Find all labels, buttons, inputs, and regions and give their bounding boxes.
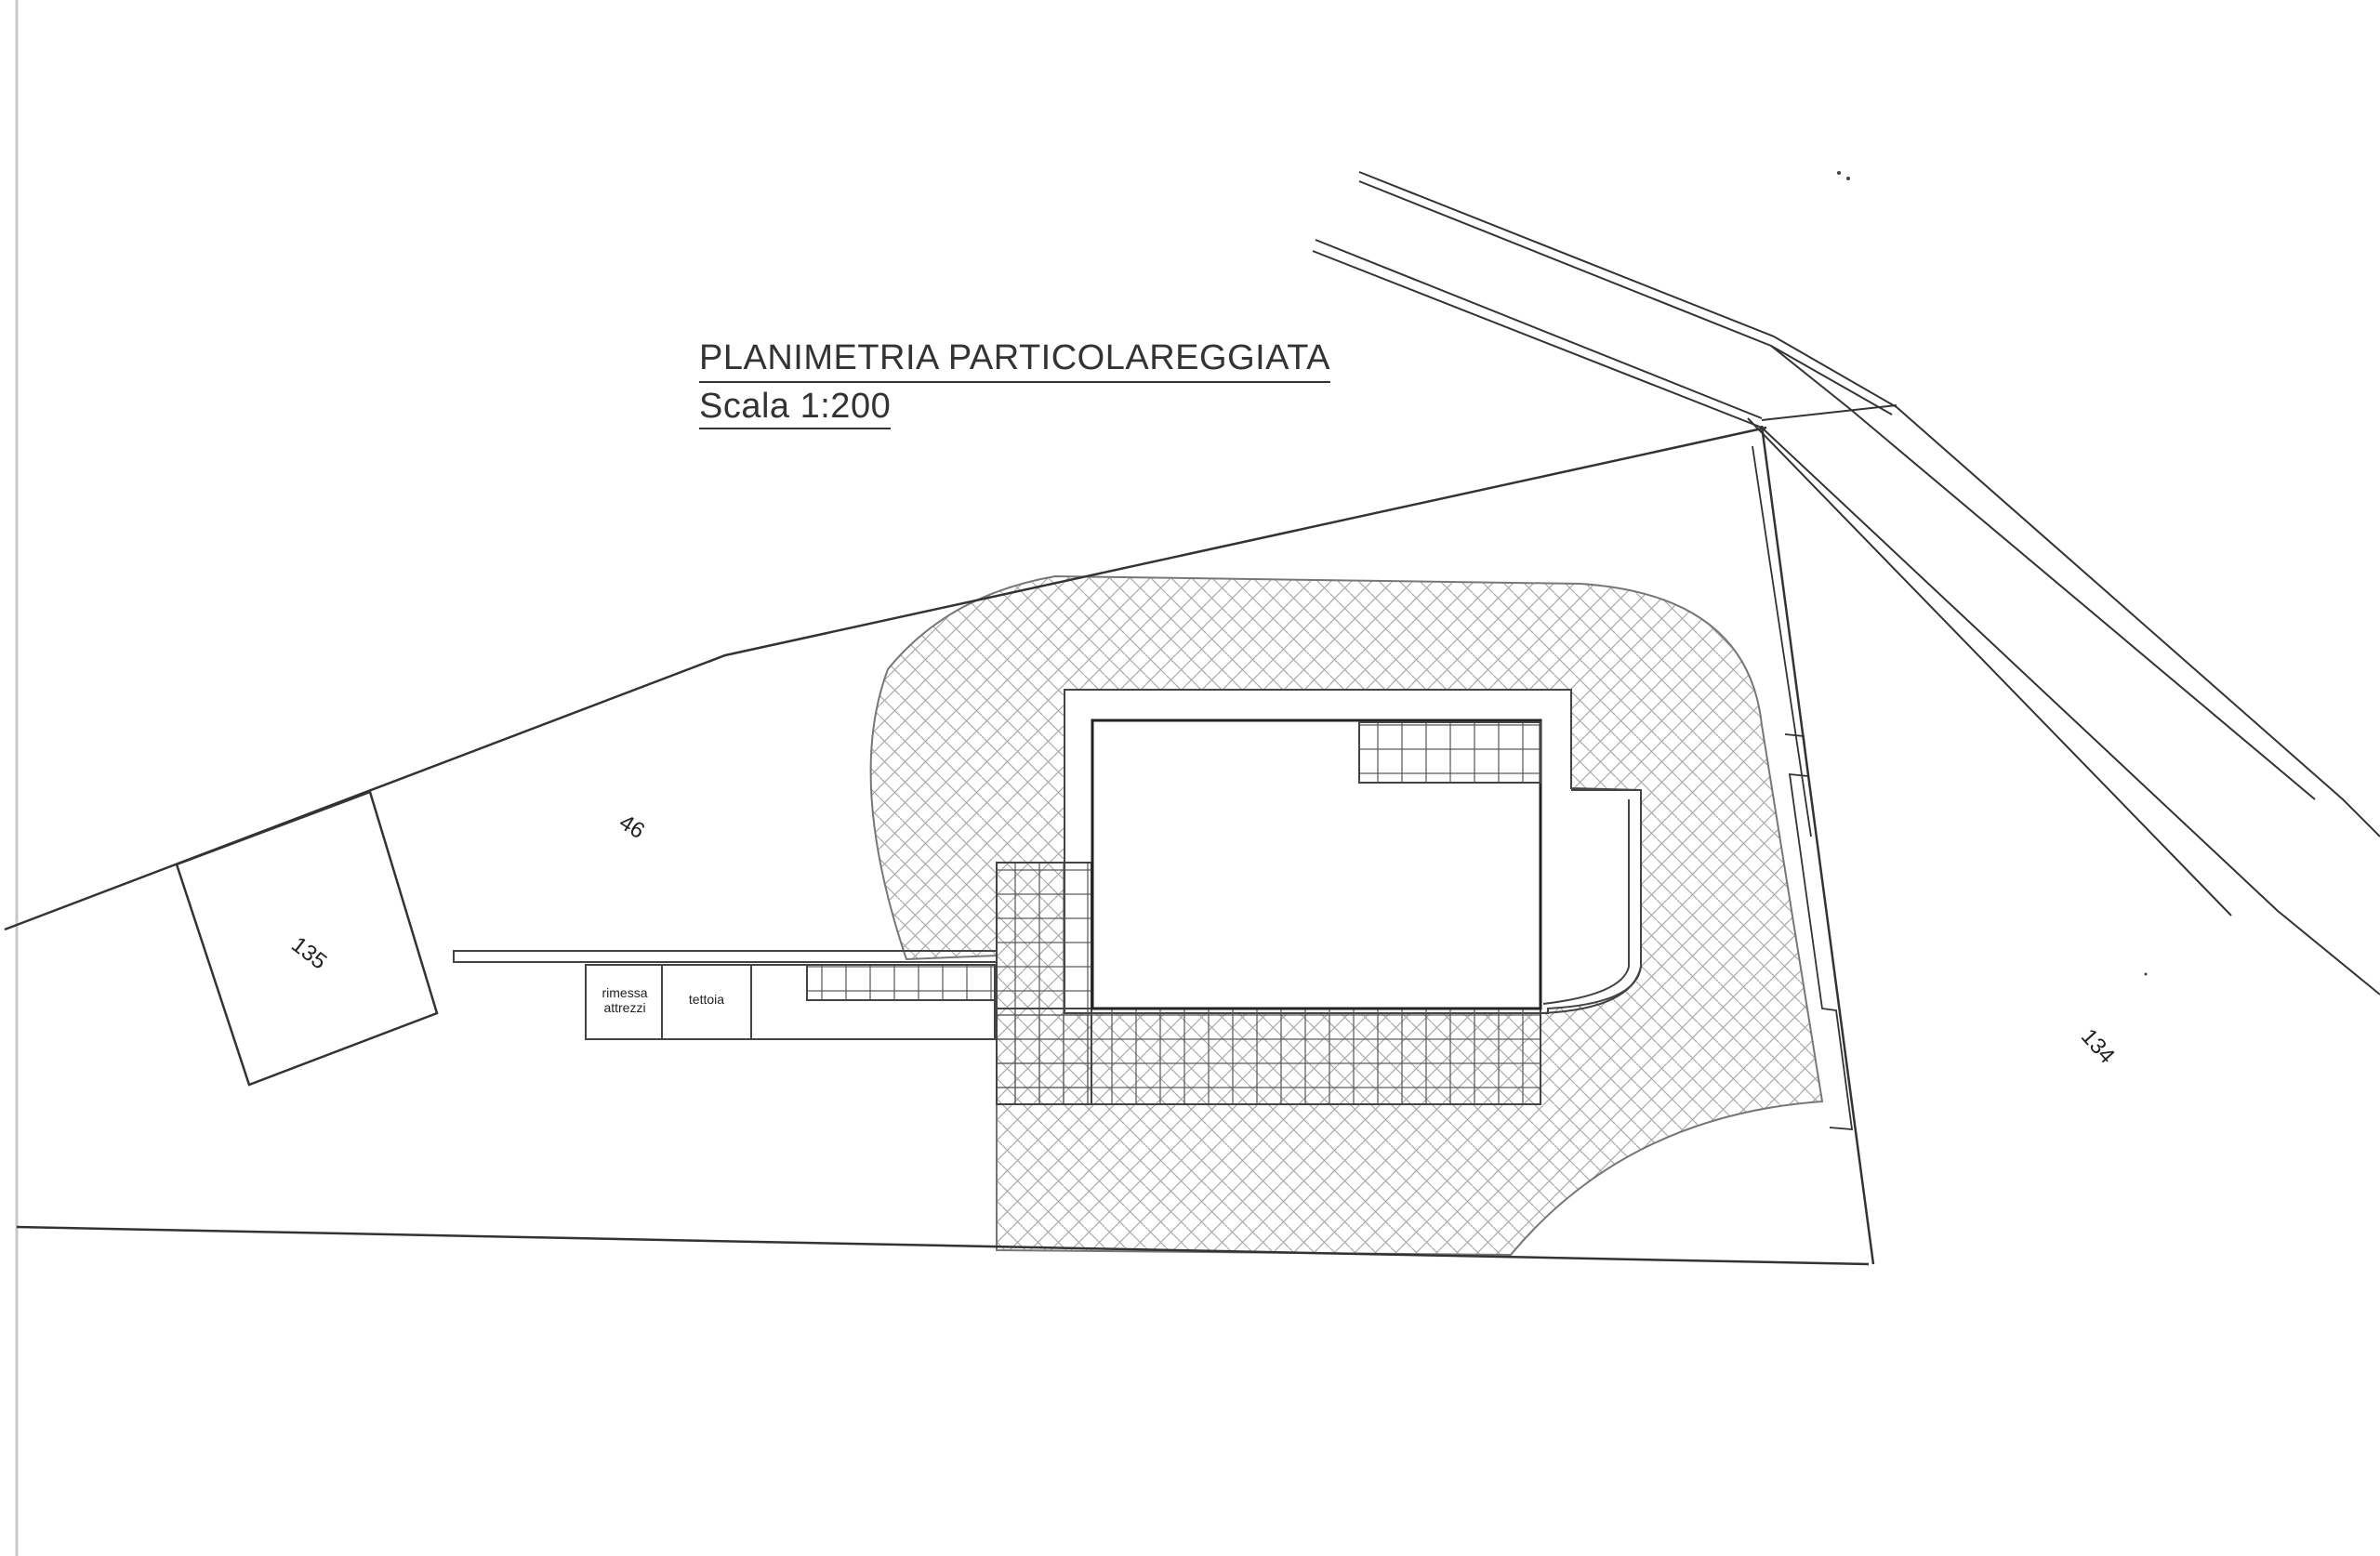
curved-wall-inner (1542, 799, 1630, 1005)
parcel-boundary-south (16, 1225, 1870, 1266)
room-label-tettoia: tettoia (688, 992, 725, 1007)
parcel-135-outline (175, 790, 439, 1087)
drawing-scale: Scala 1:200 (699, 385, 892, 429)
scan-speck-3 (2144, 972, 2148, 976)
scan-speck-2 (1846, 177, 1850, 180)
road-cross-line (1761, 404, 1897, 421)
parcel-boundary-east-inner (1752, 445, 1812, 837)
road-edge-7 (1747, 417, 2232, 916)
road-edge-1 (1358, 171, 1897, 408)
room-label-attrezzi: attrezzi (603, 1000, 646, 1015)
road-edge-6 (1761, 427, 2380, 996)
room-label-rimessa-attrezzi: rimessa attrezzi (595, 985, 654, 1015)
east-wall-steps (1784, 733, 1854, 1130)
walkway-strip (453, 950, 998, 963)
drawing-title-block: PLANIMETRIA PARTICOLAREGGIATA Scala 1:20… (699, 336, 1330, 429)
road-edge-8 (1896, 406, 2380, 837)
room-label-rimessa: rimessa (602, 985, 648, 1000)
tiled-terrace-north-inner (1358, 721, 1541, 784)
parcel-boundary-east (1760, 425, 1875, 1265)
curved-wall (1542, 789, 1642, 1014)
drawing-title: PLANIMETRIA PARTICOLAREGGIATA (699, 336, 1330, 383)
scan-speck-1 (1837, 171, 1841, 175)
road-edge-4 (1312, 250, 1763, 429)
shed-block (585, 964, 996, 1040)
stairs (806, 964, 998, 1001)
tiled-terrace-south (996, 1008, 1541, 1105)
road-edge-3 (1315, 239, 1763, 419)
road-edge-5 (1770, 345, 2316, 800)
